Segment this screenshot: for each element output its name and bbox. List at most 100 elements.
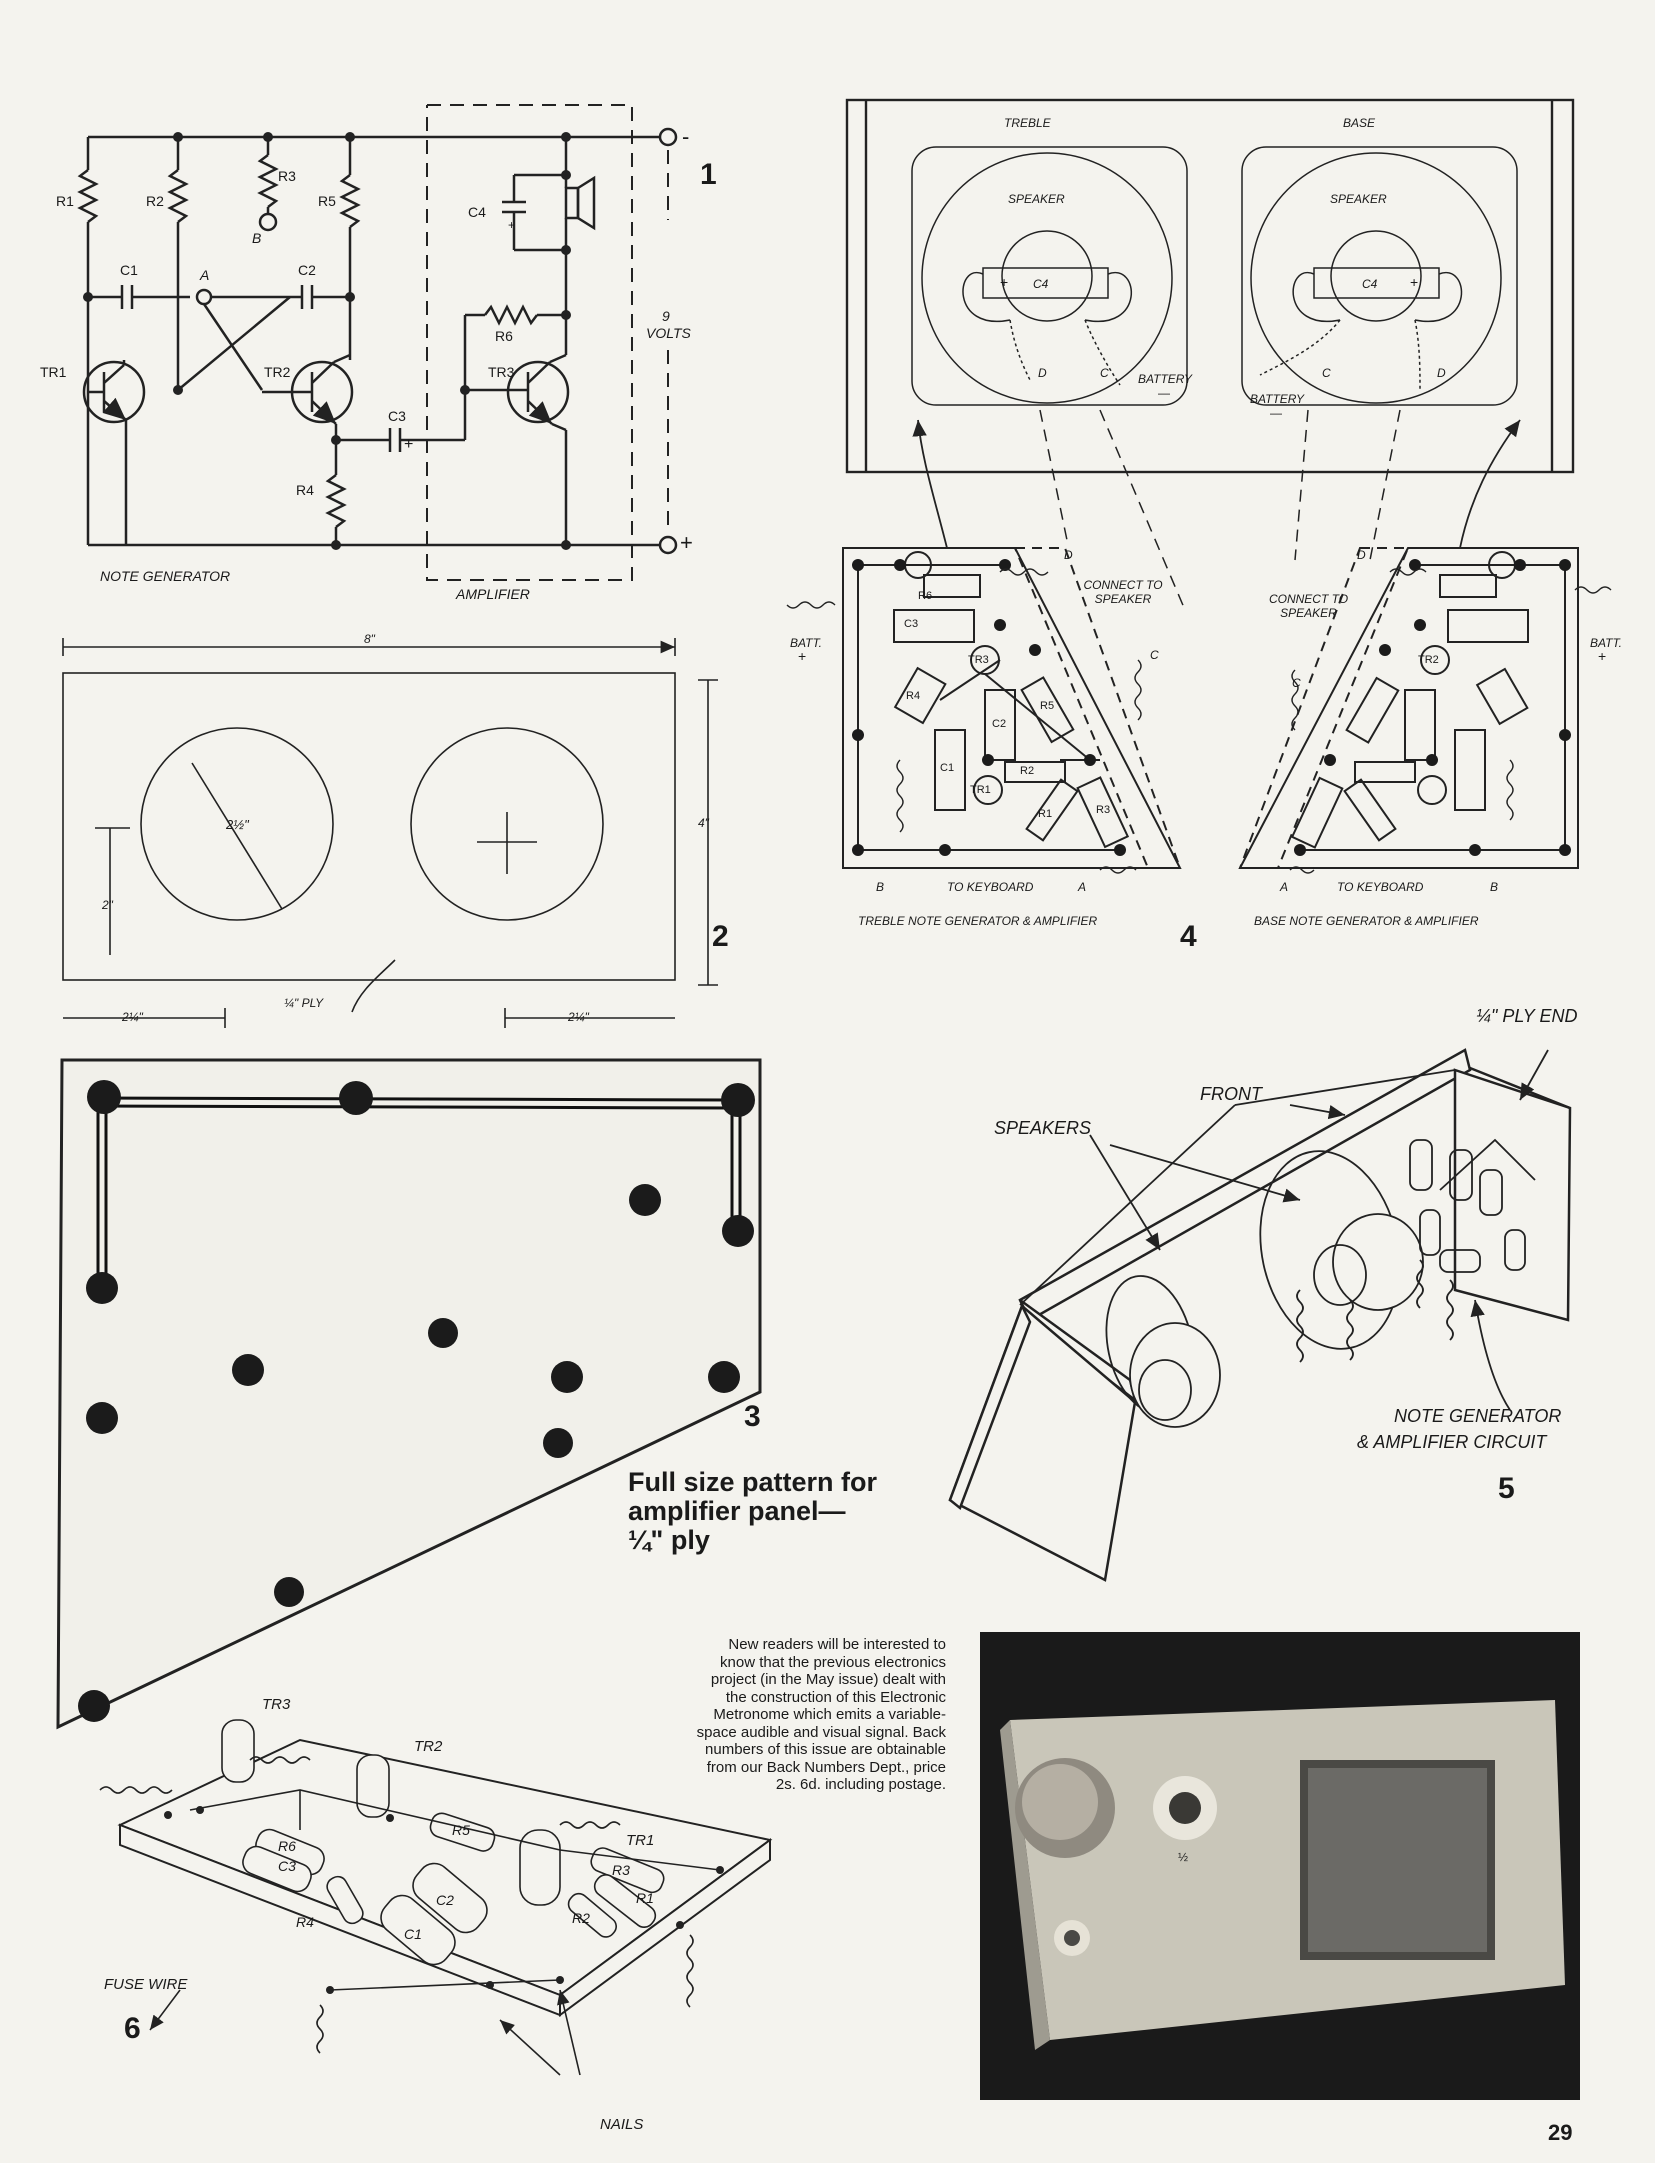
label-c3-plus: +: [404, 436, 414, 453]
readers-note: New readers will be interested to know t…: [696, 1636, 946, 1793]
page-number: 29: [1548, 2120, 1573, 2145]
label-plus: +: [680, 530, 693, 555]
label-c4: C4: [468, 204, 486, 220]
label-treble: TREBLE: [1004, 116, 1051, 130]
label-batt-plus-treble: +: [798, 648, 807, 664]
figure-number-6: 6: [124, 2012, 141, 2045]
board-label-tr3: TR3: [968, 654, 989, 666]
board-label-tr1: TR1: [970, 784, 991, 796]
label-front: FRONT: [1200, 1084, 1262, 1104]
label-battery-treble: BATTERY: [1138, 372, 1193, 386]
label-base: BASE: [1343, 116, 1376, 130]
label-d-base: D: [1437, 366, 1446, 380]
board-label-r1: R1: [1038, 808, 1053, 820]
board-label-c1: C1: [940, 762, 955, 774]
label-tr1: TR1: [40, 364, 67, 380]
label-c3-assembly: C3: [278, 1858, 296, 1874]
label-batt-plus-base: +: [1598, 648, 1607, 664]
label-c4-plus: +: [508, 218, 516, 232]
label-fuse-wire: FUSE WIRE: [104, 1976, 188, 1993]
label-r2: R2: [146, 193, 164, 209]
label-minus-base: —: [1270, 406, 1282, 420]
label-to-keyboard-treble: TO KEYBOARD: [947, 880, 1034, 894]
label-to-keyboard-base: TO KEYBOARD: [1337, 880, 1424, 894]
label-supply-unit: VOLTS: [646, 325, 691, 341]
label-tr2: TR2: [264, 364, 291, 380]
figure-number-5: 5: [1498, 1472, 1515, 1505]
label-connect-treble: CONNECT TO SPEAKER: [1083, 578, 1163, 606]
board-label-r5: R5: [1040, 700, 1055, 712]
figure-number-4: 4: [1180, 920, 1197, 953]
label-r2-assembly: R2: [572, 1910, 590, 1926]
label-d-treble-board: D: [1064, 548, 1073, 562]
label-connect-base: CONNECT TO SPEAKER: [1268, 592, 1349, 620]
label-r3: R3: [278, 168, 296, 184]
label-r4: R4: [296, 482, 314, 498]
label-c2-assembly: C2: [436, 1892, 454, 1908]
label-batt-base: BATT.: [1590, 636, 1623, 650]
label-plus-treble: +: [1000, 274, 1009, 290]
label-tr2-assembly: TR2: [414, 1738, 443, 1755]
board-label-tr2: TR2: [1418, 654, 1439, 666]
label-a-treble: A: [1078, 880, 1087, 894]
label-battery-base: BATTERY: [1250, 392, 1305, 406]
dim-center-height: 2": [102, 898, 113, 912]
label-note-generator: NOTE GENERATOR: [100, 568, 231, 584]
board-label-c3: C3: [904, 618, 919, 630]
label-r1-assembly: R1: [636, 1890, 654, 1906]
label-r1: R1: [56, 193, 74, 209]
label-c3: C3: [388, 408, 406, 424]
label-a-base: A: [1280, 880, 1289, 894]
board-label-r2: R2: [1020, 765, 1035, 777]
board-label-r4: R4: [906, 690, 921, 702]
label-tr3-assembly: TR3: [262, 1696, 291, 1713]
board-label-c2: C2: [992, 718, 1007, 730]
label-minus-treble: —: [1158, 386, 1170, 400]
label-node-a: A: [200, 267, 210, 283]
dim-right-offset: 2¼": [568, 1010, 589, 1024]
label-tr1-assembly: TR1: [626, 1832, 655, 1849]
label-speaker-treble: SPEAKER: [1008, 192, 1065, 206]
label-c4-treble: C4: [1033, 277, 1049, 291]
dim-diameter: 2½": [226, 817, 249, 832]
label-circuit-1: NOTE GENERATOR: [1394, 1406, 1562, 1426]
dim-height: 4": [698, 816, 709, 830]
label-tr3: TR3: [488, 364, 515, 380]
label-plus-base: +: [1410, 274, 1419, 290]
label-c1: C1: [120, 262, 138, 278]
label-d-base-board: D: [1357, 548, 1366, 562]
label-b-base: B: [1490, 880, 1499, 894]
label-r5-assembly: R5: [452, 1822, 470, 1838]
fig3-caption: Full size pattern for amplifier panel—¼"…: [628, 1467, 878, 1555]
label-b-treble: B: [876, 880, 885, 894]
label-c1-assembly: C1: [404, 1926, 422, 1942]
label-c-treble-board: C: [1150, 648, 1159, 662]
label-c2: C2: [298, 262, 316, 278]
label-treble-caption: TREBLE NOTE GENERATOR & AMPLIFIER: [858, 914, 1098, 928]
label-material: ¼" PLY: [284, 996, 324, 1010]
label-r6: R6: [495, 328, 513, 344]
label-amplifier: AMPLIFIER: [456, 586, 530, 602]
dim-width: 8": [364, 632, 375, 646]
label-c-base: C: [1322, 366, 1331, 380]
label-c-treble: C: [1100, 366, 1109, 380]
figure-number-2: 2: [712, 920, 729, 953]
label-ply-end: ¼" PLY END: [1476, 1006, 1578, 1026]
photo-knob-label: ½: [1178, 1850, 1189, 1864]
label-r3-assembly: R3: [612, 1862, 630, 1878]
label-node-b: B: [252, 230, 262, 246]
label-nails: NAILS: [600, 2116, 644, 2133]
dim-left-offset: 2¼": [122, 1010, 143, 1024]
label-batt-treble: BATT.: [790, 636, 823, 650]
label-d-treble: D: [1038, 366, 1047, 380]
label-r6-assembly: R6: [278, 1838, 296, 1854]
label-speakers: SPEAKERS: [994, 1118, 1092, 1138]
label-circuit-2: & AMPLIFIER CIRCUIT: [1357, 1432, 1547, 1452]
label-r5: R5: [318, 193, 336, 209]
figure-number-1: 1: [700, 158, 717, 191]
board-label-r6: R6: [918, 590, 933, 602]
figure-number-3: 3: [744, 1400, 761, 1433]
label-base-caption: BASE NOTE GENERATOR & AMPLIFIER: [1254, 914, 1479, 928]
board-label-r3: R3: [1096, 804, 1111, 816]
